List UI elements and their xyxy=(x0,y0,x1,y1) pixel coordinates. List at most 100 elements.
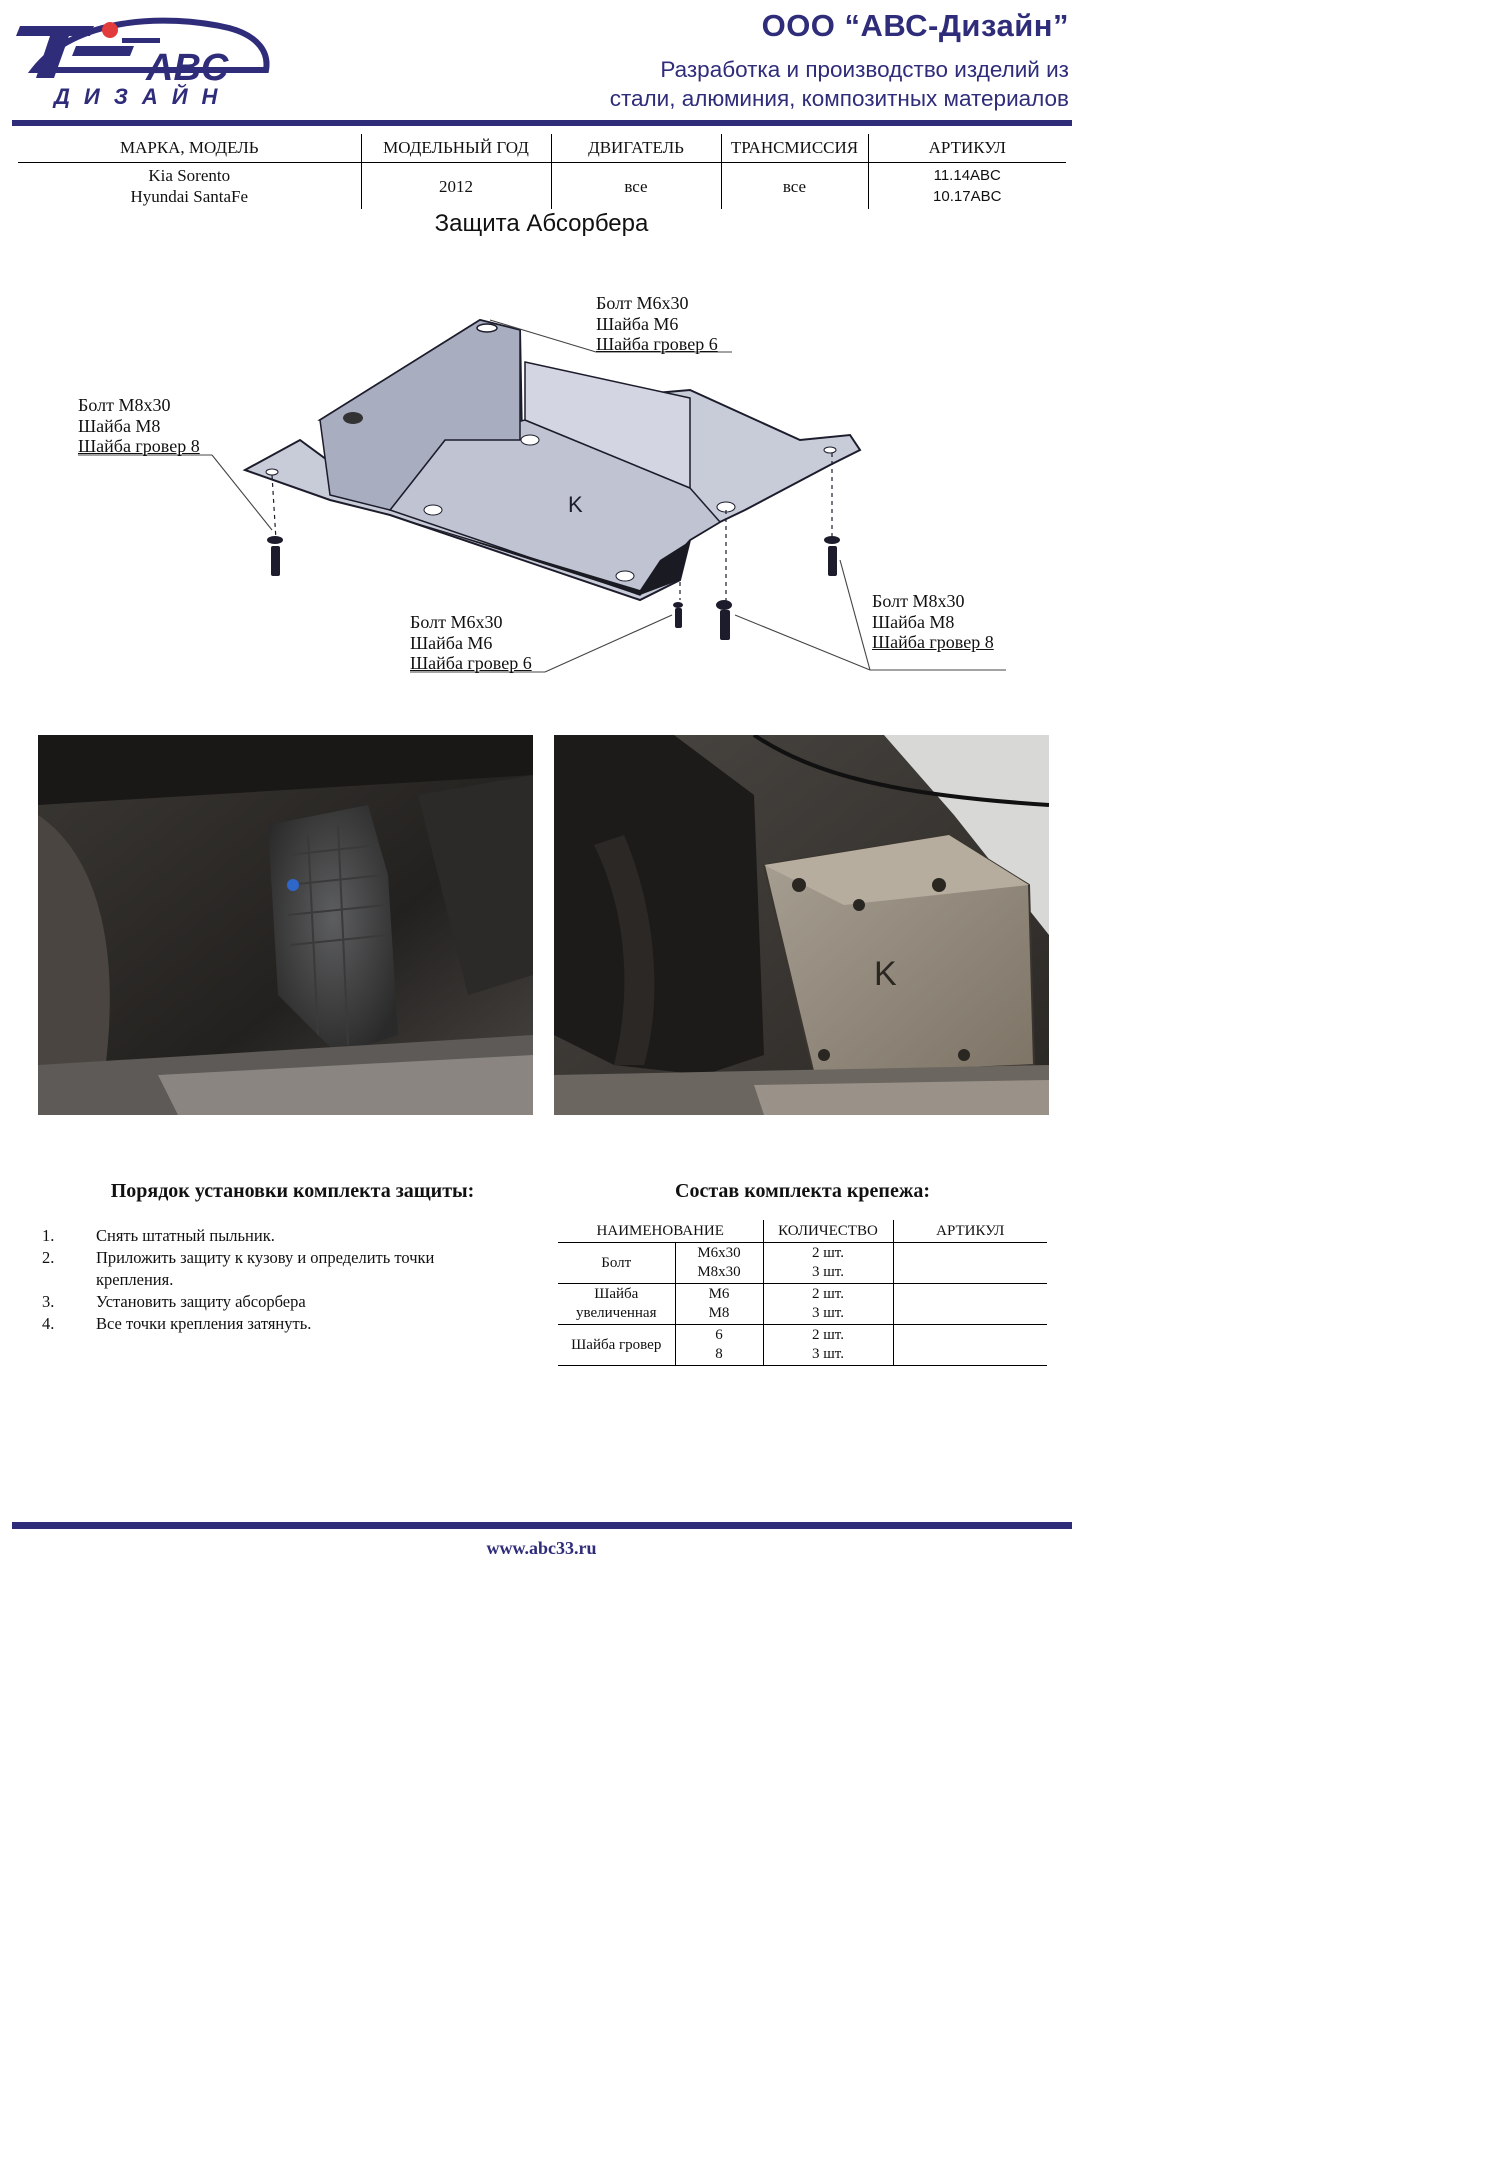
step-number: 4. xyxy=(42,1314,55,1333)
kit-item-qty: 2 шт. 3 шт. xyxy=(763,1324,894,1366)
callout-right-washer: Шайба М8 xyxy=(872,611,955,632)
spec-articles: 11.14ABC 10.17ABC xyxy=(868,163,1066,210)
kit-item-name: Болт xyxy=(558,1242,676,1284)
kit-qty: 2 шт. xyxy=(812,1286,844,1302)
step-text: Снять штатный пыльник. xyxy=(96,1226,275,1245)
bolt-group xyxy=(267,536,840,640)
spec-year: 2012 xyxy=(361,162,552,209)
spec-models: Kia Sorento Hyundai SantaFe xyxy=(18,162,362,209)
spec-article-1: 11.14ABC xyxy=(933,167,1001,184)
company-name: ООО “АВС-Дизайн” xyxy=(761,8,1069,43)
assembly-drawing: K xyxy=(78,318,1006,673)
kit-size: 8 xyxy=(715,1346,723,1362)
installation-step: 2. Приложить защиту к кузову и определит… xyxy=(40,1247,500,1291)
callout-top-bolt: Болт М6х30 xyxy=(596,293,689,313)
kit-size: М8 xyxy=(708,1305,730,1321)
hole-right-tab xyxy=(823,446,837,454)
installation-step: 3. Установить защиту абсорбера xyxy=(40,1291,500,1313)
kit-size: М6х30 xyxy=(697,1245,741,1261)
kit-size: М6 xyxy=(708,1286,730,1302)
callout-left-washer: Шайба М8 xyxy=(78,415,161,436)
photo-after: K xyxy=(554,735,1049,1115)
callout-top: Болт М6х30 Шайба М6 Шайба гровер 6 xyxy=(596,293,718,355)
spec-header-model: МАРКА, МОДЕЛЬ xyxy=(18,134,362,163)
callout-left: Болт М8х30 Шайба М8 Шайба гровер 8 xyxy=(78,395,200,457)
kit-item-name: Шайба гровер xyxy=(558,1324,676,1366)
plate-mark: K xyxy=(568,492,583,517)
kit-item-article xyxy=(893,1243,1047,1284)
logo-subtitle: ДИЗАЙН xyxy=(52,83,231,108)
kit-size: 6 xyxy=(715,1327,723,1343)
spec-header-year: МОДЕЛЬНЫЙ ГОД xyxy=(361,134,552,163)
callout-bottom-lock-washer: Шайба гровер 6 xyxy=(410,653,532,673)
plate-back-wall xyxy=(524,361,691,490)
kit-item-qty: 2 шт. 3 шт. xyxy=(763,1242,894,1284)
plate-left-wall xyxy=(319,319,521,511)
hole-floor-2 xyxy=(423,504,443,516)
photo-plate-mark: K xyxy=(874,955,897,993)
hole-top xyxy=(476,323,498,333)
spec-transmission: все xyxy=(721,162,869,209)
hole-floor-3 xyxy=(615,570,635,582)
kit-item-name: Шайба увеличенная xyxy=(558,1283,676,1325)
footer-rule xyxy=(12,1522,1072,1529)
kit-row: Болт М6х30 М8х30 2 шт. 3 шт. xyxy=(558,1242,1047,1284)
kit-item-qty: 2 шт. 3 шт. xyxy=(763,1283,894,1325)
spec-header-transmission: ТРАНСМИССИЯ xyxy=(721,134,869,163)
spec-header-article: АРТИКУЛ xyxy=(928,138,1006,157)
hole-left-tab xyxy=(265,468,279,476)
callout-left-bolt: Болт М8х30 xyxy=(78,395,171,415)
kit-item-sizes: 6 8 xyxy=(675,1324,764,1366)
spec-model-1: Kia Sorento xyxy=(148,166,231,185)
kit-row: Шайба гровер 6 8 2 шт. 3 шт. xyxy=(558,1324,1047,1366)
kit-header-qty: КОЛИЧЕСТВО xyxy=(763,1220,894,1243)
installation-step: 1. Снять штатный пыльник. xyxy=(40,1225,500,1247)
tagline-line-1: Разработка и производство изделий из xyxy=(660,57,1069,82)
callout-top-washer: Шайба М6 xyxy=(596,313,679,334)
installation-step: 4. Все точки крепления затянуть. xyxy=(40,1313,500,1335)
bolt-axis-lines xyxy=(271,453,833,602)
kit-item-sizes: М6х30 М8х30 xyxy=(675,1242,764,1284)
spec-model-2: Hyundai SantaFe xyxy=(130,187,249,206)
company-tagline: Разработка и производство изделий из ста… xyxy=(449,55,1069,113)
step-number: 3. xyxy=(42,1292,55,1311)
kit-header-article: АРТИКУЛ xyxy=(936,1222,1005,1239)
step-text: Установить защиту абсорбера xyxy=(96,1292,306,1311)
hole-floor-1 xyxy=(520,434,540,446)
spec-header-row: МАРКА, МОДЕЛЬ МОДЕЛЬНЫЙ ГОД ДВИГАТЕЛЬ ТР… xyxy=(18,134,1066,163)
installation-heading: Порядок установки комплекта защиты: xyxy=(110,1180,475,1202)
callout-right-bolt: Болт М8х30 xyxy=(872,591,965,611)
kit-item-article xyxy=(893,1284,1047,1325)
kit-table: НАИМЕНОВАНИЕ КОЛИЧЕСТВО АРТИКУЛ Болт М6х… xyxy=(558,1220,1047,1366)
callout-top-lock-washer: Шайба гровер 6 xyxy=(596,334,718,354)
hole-grommet xyxy=(343,412,363,424)
spec-row: Kia Sorento Hyundai SantaFe 2012 все все… xyxy=(18,162,1066,210)
document-title: Защита Абсорбера xyxy=(434,210,649,237)
kit-item-sizes: М6 М8 xyxy=(675,1283,764,1325)
spec-header-engine: ДВИГАТЕЛЬ xyxy=(551,134,722,163)
logo-brand: ABC xyxy=(145,47,229,89)
leader-lines xyxy=(78,319,1006,673)
kit-qty: 2 шт. xyxy=(812,1245,844,1261)
company-logo: ABC ДИЗАЙН xyxy=(16,17,270,108)
website-link[interactable]: www.abc33.ru xyxy=(486,1538,597,1558)
header-rule xyxy=(12,120,1072,126)
kit-qty: 3 шт. xyxy=(812,1264,844,1280)
callout-bottom-washer: Шайба М6 xyxy=(410,632,493,653)
kit-size: М8х30 xyxy=(697,1264,741,1280)
callout-left-lock-washer: Шайба гровер 8 xyxy=(78,436,200,456)
kit-header-name: НАИМЕНОВАНИЕ xyxy=(558,1220,764,1243)
callout-right-lock-washer: Шайба гровер 8 xyxy=(872,632,994,652)
step-number: 2. xyxy=(42,1248,55,1267)
tagline-line-2: стали, алюминия, композитных материалов xyxy=(609,86,1069,111)
spec-article-2: 10.17ABC xyxy=(933,188,1002,205)
kit-row: Шайба увеличенная М6 М8 2 шт. 3 шт. xyxy=(558,1283,1047,1325)
kit-qty: 3 шт. xyxy=(812,1305,844,1321)
step-number: 1. xyxy=(42,1226,55,1245)
callout-bottom: Болт М6х30 Шайба М6 Шайба гровер 6 xyxy=(410,612,532,674)
step-text: Приложить защиту к кузову и определить т… xyxy=(96,1248,435,1289)
step-text: Все точки крепления затянуть. xyxy=(96,1314,312,1333)
spec-table: МАРКА, МОДЕЛЬ МОДЕЛЬНЫЙ ГОД ДВИГАТЕЛЬ ТР… xyxy=(18,134,1066,209)
kit-header-row: НАИМЕНОВАНИЕ КОЛИЧЕСТВО АРТИКУЛ xyxy=(558,1220,1047,1243)
photo-before xyxy=(38,735,533,1115)
